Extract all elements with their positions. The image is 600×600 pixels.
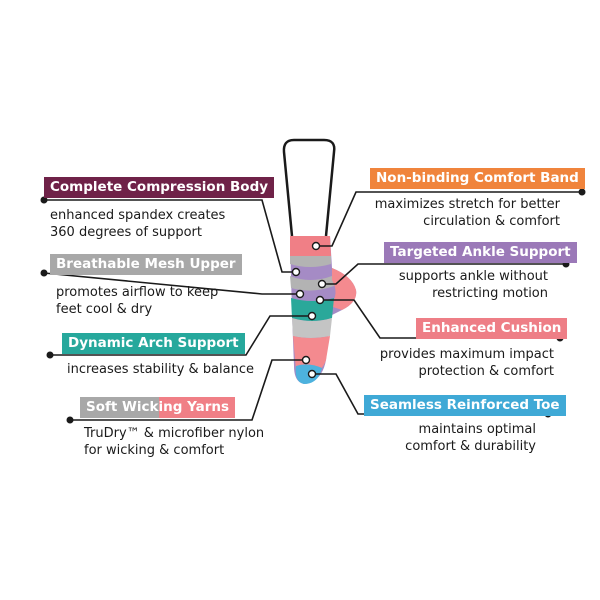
label-wicking-part-1: Soft Wick	[80, 397, 159, 418]
sock-body	[290, 236, 357, 384]
desc-mesh-line-1: promotes airflow to keep	[56, 285, 219, 300]
label-band: Non-binding Comfort Band	[370, 168, 585, 189]
desc-toe-line-2: comfort & durability	[405, 439, 536, 454]
desc-ankle: supports ankle without restricting motio…	[399, 268, 548, 302]
desc-compression: enhanced spandex creates 360 degrees of …	[50, 207, 225, 241]
sock-foot	[293, 336, 330, 372]
desc-wicking: TruDry™ & microfiber nylon for wicking &…	[84, 425, 264, 459]
label-mesh: Breathable Mesh Upper	[50, 254, 242, 275]
label-wicking-part-2: ing Yarns	[158, 397, 236, 418]
desc-cushion-line-1: provides maximum impact	[379, 347, 554, 362]
sock-cuff	[290, 236, 331, 256]
desc-band-line-1: maximizes stretch for better	[374, 197, 560, 212]
label-compression: Complete Compression Body	[44, 177, 275, 198]
desc-wicking-line-2: for wicking & comfort	[84, 443, 225, 458]
desc-band: maximizes stretch for better circulation…	[375, 196, 560, 230]
desc-mesh: promotes airflow to keep feet cool & dry	[56, 284, 218, 318]
label-toe: Seamless Reinforced Toe	[364, 395, 566, 416]
sock-band-gray-3	[292, 318, 332, 338]
desc-cushion: provides maximum impact protection & com…	[380, 346, 554, 380]
desc-band-line-2: circulation & comfort	[423, 214, 560, 229]
desc-arch: increases stability & balance	[67, 361, 254, 378]
desc-arch-line-1: increases stability & balance	[67, 362, 254, 377]
desc-ankle-line-2: restricting motion	[432, 286, 548, 301]
label-arch: Dynamic Arch Support	[62, 333, 245, 354]
hanger-loop	[282, 138, 336, 237]
label-cushion: Enhanced Cushion	[416, 318, 568, 339]
desc-toe-line-1: maintains optimal	[418, 422, 536, 437]
leader-dots	[40, 188, 586, 424]
desc-wicking-line-1: TruDry™ & microfiber nylon	[84, 426, 265, 441]
desc-cushion-line-2: protection & comfort	[418, 364, 554, 379]
desc-ankle-line-1: supports ankle without	[398, 269, 548, 284]
desc-mesh-line-2: feet cool & dry	[56, 302, 153, 317]
label-ankle: Targeted Ankle Support	[384, 242, 577, 263]
desc-toe: maintains optimal comfort & durability	[405, 421, 536, 455]
label-wicking: Soft Wicking Yarns	[80, 397, 236, 418]
sock-band-gray-1	[290, 256, 331, 267]
desc-compression-line-1: enhanced spandex creates	[50, 208, 226, 223]
desc-compression-line-2: 360 degrees of support	[50, 225, 202, 240]
